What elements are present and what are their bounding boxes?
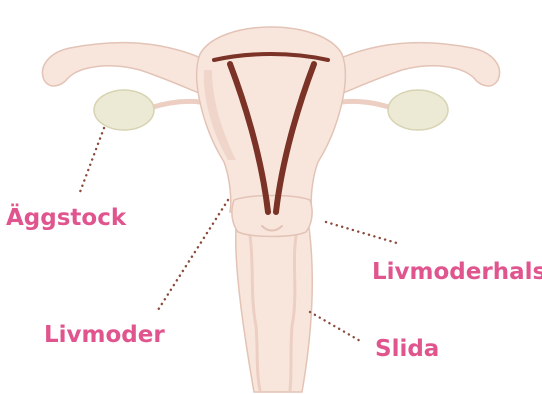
leader-cervix xyxy=(326,222,400,244)
label-vagina: Slida xyxy=(375,338,439,361)
ovary-right xyxy=(388,90,448,130)
ovary-left xyxy=(94,90,154,130)
label-ovary: Äggstock xyxy=(6,207,126,230)
leader-uterus xyxy=(158,200,228,310)
label-cervix: Livmoderhals xyxy=(372,261,542,284)
leader-vagina xyxy=(310,312,362,342)
label-uterus: Livmoder xyxy=(44,324,165,347)
leader-ovary xyxy=(80,128,104,192)
